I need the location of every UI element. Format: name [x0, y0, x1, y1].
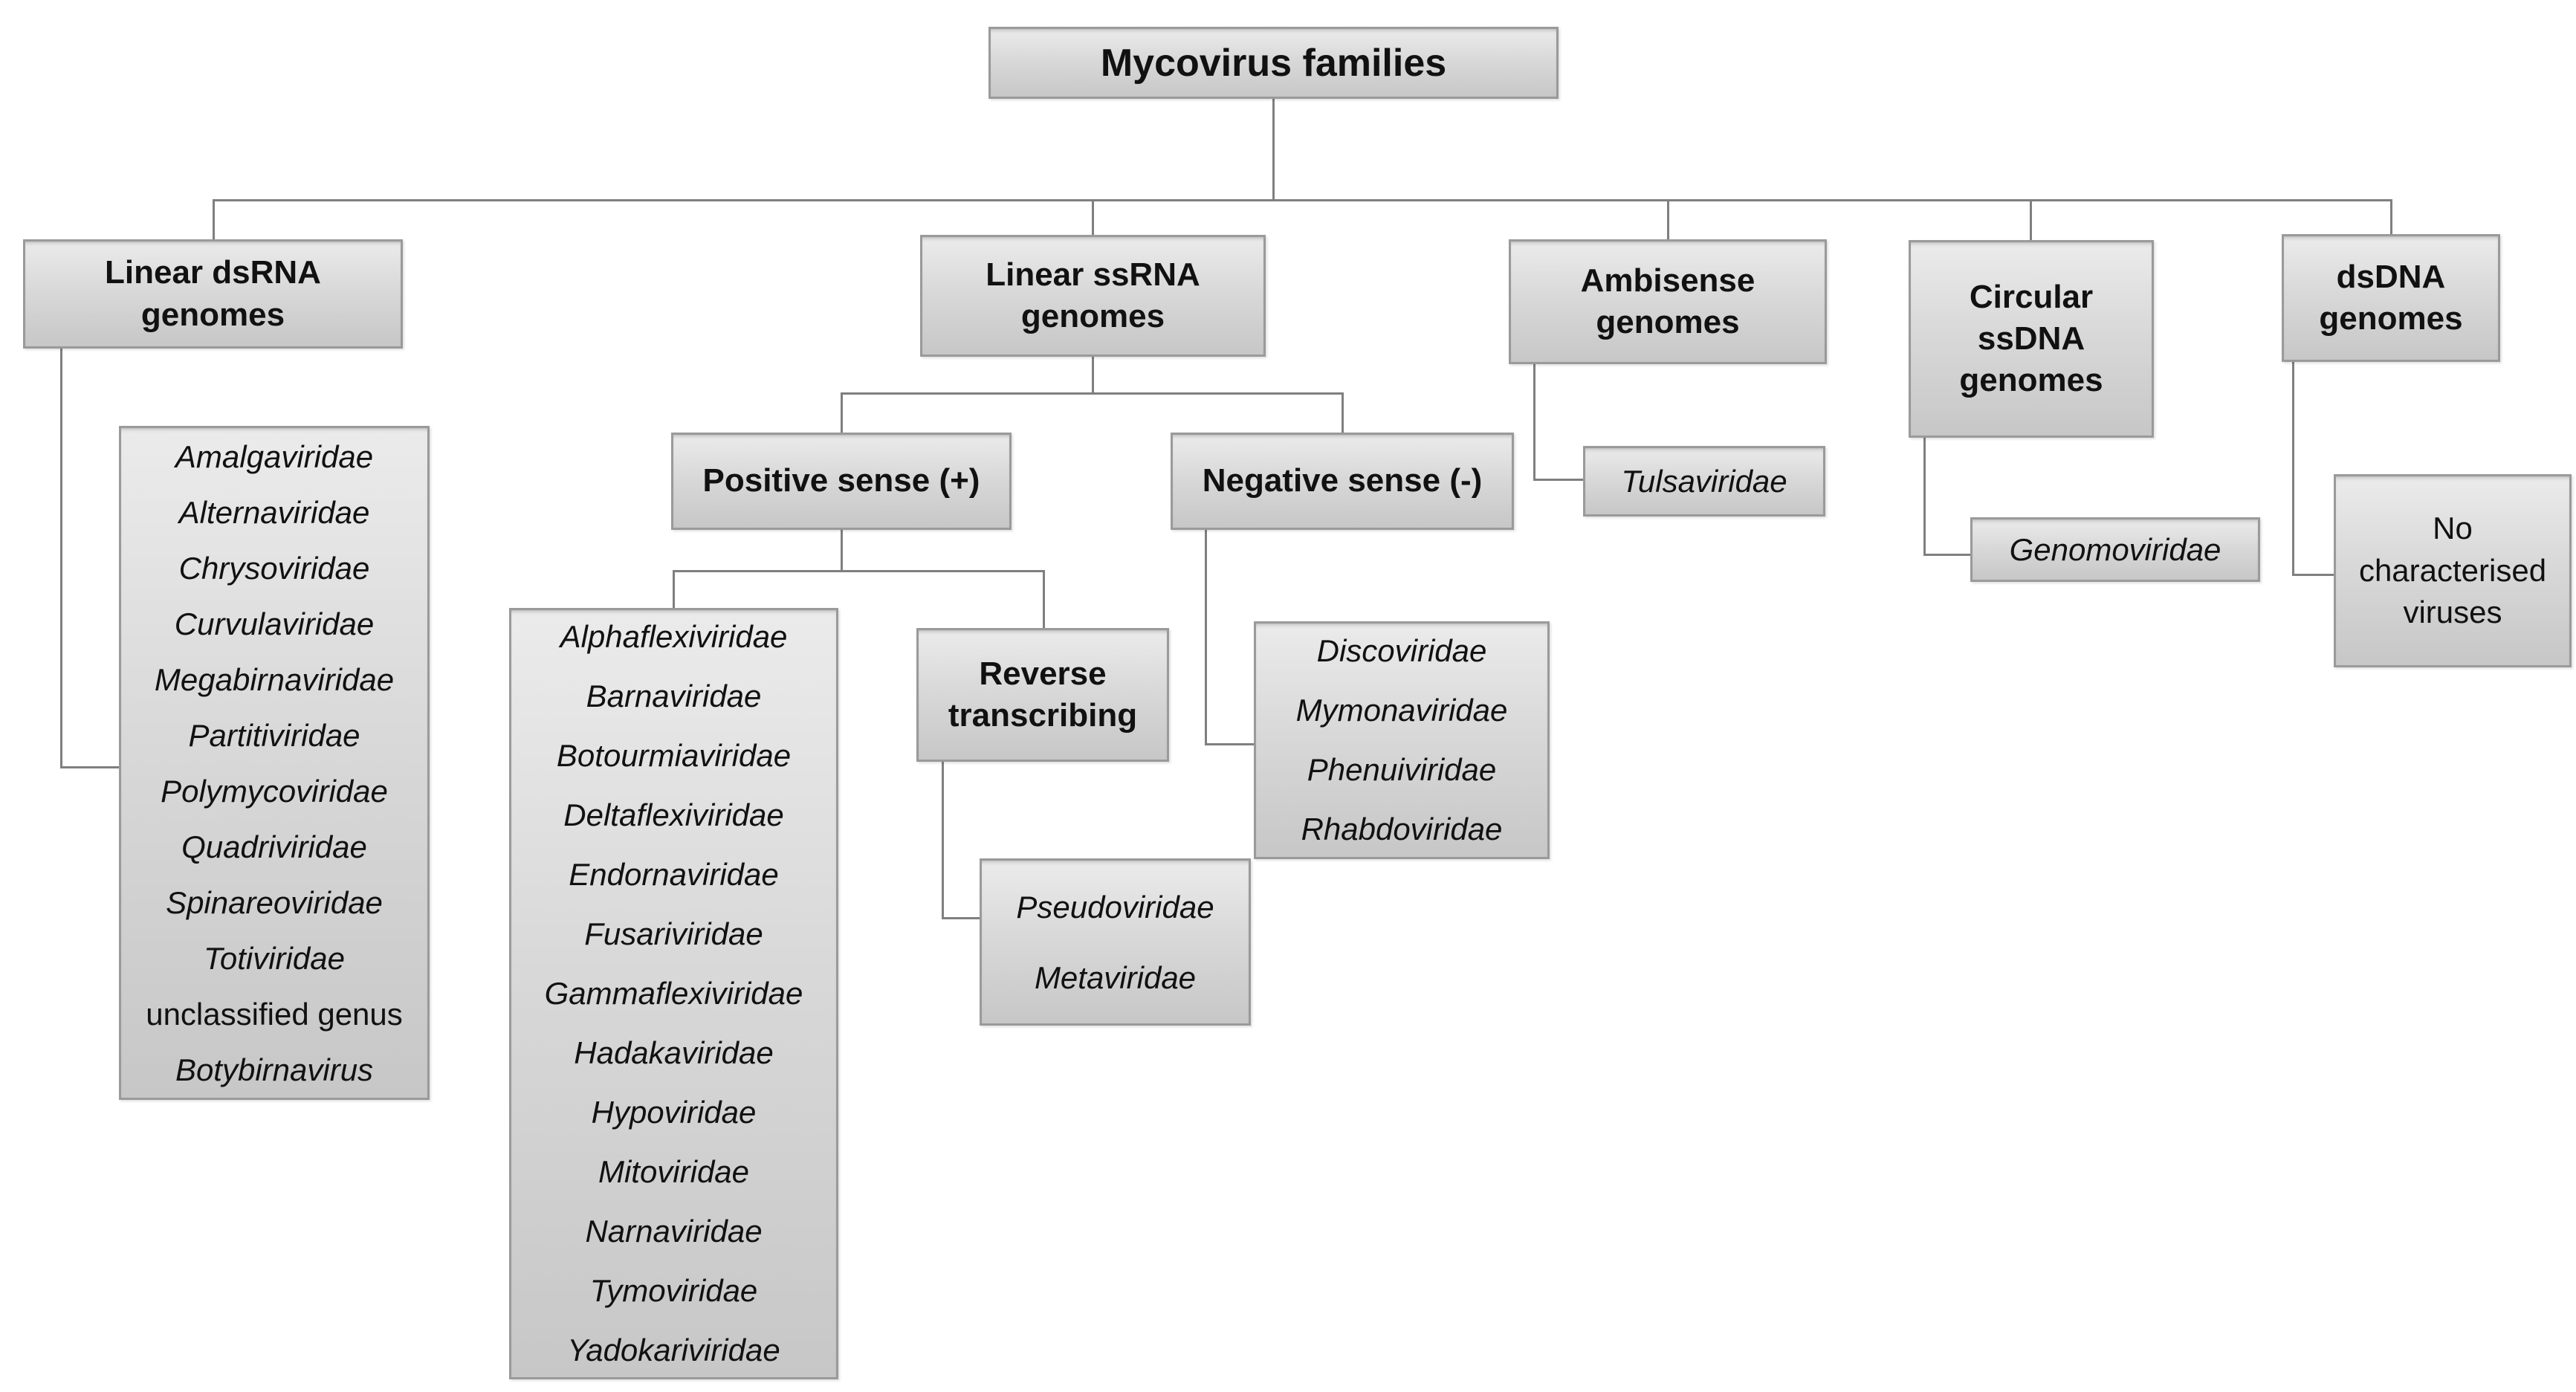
family-item: Botourmiaviridae: [556, 738, 792, 773]
connector-reverse-elbow-v: [942, 762, 944, 919]
list-circular-ssdna-families: Genomoviridae: [1970, 517, 2260, 582]
family-item: Tymoviridae: [589, 1273, 758, 1308]
list-ambisense-families: Tulsaviridae: [1583, 446, 1825, 517]
connector-dsrna-elbow-h: [60, 766, 120, 768]
family-item: Hadakaviridae: [574, 1035, 774, 1070]
node-negative-sense: Negative sense (-): [1171, 433, 1514, 530]
family-item: Endornaviridae: [569, 857, 779, 892]
node-label: Negative sense (-): [1202, 462, 1483, 499]
node-label: Positive sense (+): [702, 462, 980, 499]
node-label: No characterised viruses: [2358, 510, 2547, 630]
connector-drop-positive-list: [673, 570, 675, 609]
connector-negative-elbow-v: [1205, 530, 1207, 745]
family-item: Yadokariviridae: [567, 1333, 780, 1367]
connector-drop-circular: [2030, 199, 2032, 242]
connector-positive-stem: [841, 530, 843, 572]
family-item: Curvulaviridae: [174, 606, 375, 641]
node-label: Circular ssDNA genomes: [1959, 278, 2103, 399]
family-item: Botybirnavirus: [175, 1052, 374, 1087]
family-item: Polymycoviridae: [161, 773, 388, 809]
node-ambisense-genomes: Ambisense genomes: [1509, 239, 1827, 364]
family-item: Spinareoviridae: [166, 884, 383, 920]
connector-drop-dsrna: [213, 199, 215, 241]
family-item: Rhabdoviridae: [1301, 812, 1503, 846]
node-label: Reverse transcribing: [948, 655, 1138, 734]
family-item: Narnaviridae: [585, 1214, 763, 1249]
connector-root-stem: [1272, 99, 1275, 201]
node-label: Linear dsRNA genomes: [105, 254, 321, 333]
family-item: Alternaviridae: [178, 494, 370, 530]
family-item: Pseudoviridae: [1016, 889, 1214, 925]
family-item: Deltaflexiviridae: [563, 797, 784, 832]
family-item: Partitiviridae: [188, 717, 360, 753]
connector-positive-rail: [673, 570, 1045, 572]
node-reverse-transcribing: Reverse transcribing: [916, 628, 1169, 762]
node-label: Linear ssRNA genomes: [986, 256, 1200, 334]
node-dsdna-genomes: dsDNA genomes: [2282, 234, 2500, 362]
connector-drop-dsdna: [2390, 199, 2392, 236]
connector-ssrna-stem: [1092, 357, 1094, 394]
connector-drop-negative: [1342, 392, 1344, 434]
family-item: Barnaviridae: [586, 679, 762, 713]
connector-dsdna-elbow-h: [2292, 574, 2335, 576]
connector-dsrna-elbow-v: [60, 349, 62, 768]
node-circular-ssdna-genomes: Circular ssDNA genomes: [1909, 240, 2154, 438]
connector-drop-positive: [841, 392, 843, 434]
family-item: Mymonaviridae: [1295, 693, 1508, 728]
connector-drop-reverse: [1043, 570, 1045, 629]
family-item: unclassified genus: [146, 996, 403, 1032]
family-item: Amalgaviridae: [175, 438, 374, 474]
family-item: Hypoviridae: [591, 1095, 757, 1130]
connector-root-rail: [213, 199, 2392, 201]
connector-ssrna-rail: [841, 392, 1344, 395]
connector-ambisense-elbow-h: [1533, 479, 1585, 481]
node-linear-dsrna-genomes: Linear dsRNA genomes: [23, 239, 403, 349]
family-item: Metaviridae: [1034, 959, 1197, 995]
family-item: Phenuiviridae: [1307, 752, 1497, 787]
family-item: Megabirnaviridae: [154, 661, 395, 697]
node-positive-sense: Positive sense (+): [671, 433, 1012, 530]
node-label: Ambisense genomes: [1580, 262, 1755, 340]
node-label: Mycovirus families: [1100, 41, 1447, 85]
connector-drop-ssrna: [1092, 199, 1094, 236]
node-linear-ssrna-genomes: Linear ssRNA genomes: [920, 235, 1266, 357]
family-item: Discoviridae: [1316, 633, 1487, 668]
node-label: dsDNA genomes: [2319, 258, 2463, 337]
connector-negative-elbow-h: [1205, 743, 1254, 745]
connector-reverse-elbow-h: [942, 917, 981, 919]
connector-circular-elbow-v: [1923, 438, 1926, 556]
family-item: Genomoviridae: [2009, 531, 2221, 567]
connector-ambisense-elbow-v: [1533, 364, 1535, 481]
family-item: Alphaflexiviridae: [560, 619, 788, 654]
family-item: Totiviridae: [204, 940, 345, 976]
family-item: Fusariviridae: [584, 916, 763, 951]
node-mycovirus-families: Mycovirus families: [988, 27, 1559, 99]
family-item: Chrysoviridae: [178, 550, 370, 586]
family-item: Quadriviridae: [181, 829, 367, 864]
connector-circular-elbow-h: [1923, 554, 1972, 556]
connector-drop-ambisense: [1667, 199, 1669, 241]
family-item: Tulsaviridae: [1621, 463, 1787, 499]
connector-dsdna-elbow-v: [2292, 362, 2294, 576]
node-no-characterised-viruses: No characterised viruses: [2334, 474, 2572, 667]
family-item: Mitoviridae: [598, 1154, 750, 1189]
family-item: Gammaflexiviridae: [544, 976, 803, 1011]
